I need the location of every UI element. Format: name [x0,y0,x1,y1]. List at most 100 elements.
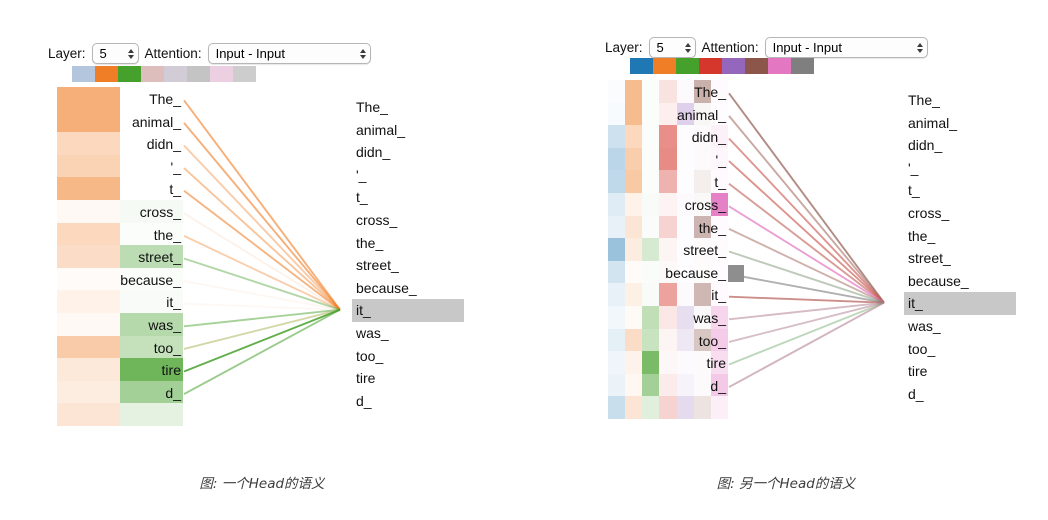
target-token-1[interactable]: animal_ [908,114,958,131]
attention-select[interactable]: Input - Input [207,43,371,64]
source-token-0[interactable]: The_ [149,91,181,107]
source-token-5[interactable]: cross_ [684,197,726,213]
target-token-6[interactable]: the_ [908,227,936,244]
heatmap-cell [57,109,120,133]
target-token-12[interactable]: tire [356,370,376,387]
heatmap-cell [710,102,728,126]
attention-select-value: Input - Input [772,40,842,55]
attention-select[interactable]: Input - Input [764,37,928,58]
source-token-8[interactable]: because_ [665,264,726,281]
target-token-9[interactable]: it_ [352,299,464,322]
source-token-6[interactable]: the_ [698,219,726,236]
head-swatch-head-4[interactable] [164,66,187,82]
head-swatch-head-6[interactable] [768,58,791,74]
target-token-7[interactable]: street_ [356,257,399,274]
source-token-11[interactable]: too_ [153,339,181,356]
target-token-0[interactable]: The_ [356,99,388,115]
head-swatch-head-4[interactable] [722,58,745,74]
target-token-2[interactable]: didn_ [908,137,943,154]
target-token-1[interactable]: animal_ [356,121,406,138]
target-token-2[interactable]: didn_ [356,144,391,161]
target-token-8[interactable]: because_ [908,272,969,289]
stepper-icon[interactable] [684,42,691,53]
target-token-11[interactable]: too_ [356,347,384,364]
target-token-5[interactable]: cross_ [356,212,398,228]
stepper-icon[interactable] [916,42,923,53]
target-token-10[interactable]: was_ [356,325,389,341]
source-token-4[interactable]: t_ [169,181,181,198]
target-token-8[interactable]: because_ [356,279,417,296]
source-token-7[interactable]: street_ [138,249,181,266]
target-token-5[interactable]: cross_ [908,205,950,221]
target-token-3[interactable]: '_ [908,159,919,176]
source-token-1[interactable]: animal_ [131,113,181,130]
target-token-4[interactable]: t_ [356,189,368,206]
heatmap-cell [608,102,626,126]
source-token-6[interactable]: the_ [153,226,181,243]
heatmap-cell [642,102,660,126]
head-swatch-head-2[interactable] [676,58,699,74]
heatmap-cell [57,335,120,359]
source-token-2[interactable]: didn_ [146,136,181,153]
heatmap-cell [693,373,711,397]
head-swatch-head-5[interactable] [187,66,210,82]
target-token-7[interactable]: street_ [908,250,951,267]
source-token-1[interactable]: animal_ [676,106,726,123]
target-token-9[interactable]: it_ [904,292,1016,315]
target-token-6[interactable]: the_ [356,234,384,251]
target-token-4[interactable]: t_ [908,182,920,199]
head-swatch-head-0[interactable] [630,58,653,74]
head-swatch-head-2[interactable] [118,66,141,82]
head-swatch-head-7[interactable] [791,58,814,74]
heatmap-cell [659,170,677,193]
source-token-marker [728,264,744,282]
target-token-0[interactable]: The_ [908,92,940,108]
stepper-icon[interactable] [359,48,366,59]
attention-line [183,99,341,311]
head-swatch-head-5[interactable] [745,58,768,74]
source-token-12[interactable]: tire [706,355,726,372]
source-token-9[interactable]: it_ [166,294,181,311]
heatmap-cell [693,328,711,352]
target-token-12[interactable]: tire [908,363,928,380]
heatmap-cell [659,102,677,126]
heatmap-cell [625,147,643,171]
heatmap-cell [608,283,626,306]
source-token-10[interactable]: was_ [148,317,181,333]
heatmap-cell [693,215,711,239]
heatmap-cell [642,147,660,171]
source-token-5[interactable]: cross_ [139,204,181,220]
source-token-2[interactable]: didn_ [691,129,726,146]
source-token-0[interactable]: The_ [694,84,726,100]
target-token-11[interactable]: too_ [908,340,936,357]
layer-select[interactable]: 5 [91,43,139,64]
target-token-3[interactable]: '_ [356,166,367,183]
target-token-13[interactable]: d_ [908,385,924,402]
source-token-8[interactable]: because_ [120,271,181,288]
stepper-icon[interactable] [127,48,134,59]
source-token-13[interactable]: d_ [710,377,726,394]
heatmap-cell [710,373,728,397]
source-token-7[interactable]: street_ [683,242,726,259]
head-swatch-head-1[interactable] [95,66,118,82]
head-swatch-head-0[interactable] [72,66,95,82]
heatmap-cell [676,306,694,329]
target-token-13[interactable]: d_ [356,392,372,409]
heatmap-cell [57,290,120,313]
source-token-3[interactable]: '_ [170,158,181,175]
source-token-11[interactable]: too_ [698,332,726,349]
layer-select[interactable]: 5 [648,37,696,58]
source-token-3[interactable]: '_ [715,151,726,168]
head-swatch-head-3[interactable] [141,66,164,82]
head-swatch-head-1[interactable] [653,58,676,74]
source-token-9[interactable]: it_ [711,287,726,304]
head-swatch-head-3[interactable] [699,58,722,74]
target-token-10[interactable]: was_ [908,318,941,334]
head-swatch-head-7[interactable] [233,66,256,82]
source-token-10[interactable]: was_ [693,310,726,326]
attention-select-value: Input - Input [215,46,285,61]
head-swatch-head-6[interactable] [210,66,233,82]
source-token-4[interactable]: t_ [714,174,726,191]
source-token-12[interactable]: tire [161,362,181,379]
source-token-13[interactable]: d_ [165,384,181,401]
